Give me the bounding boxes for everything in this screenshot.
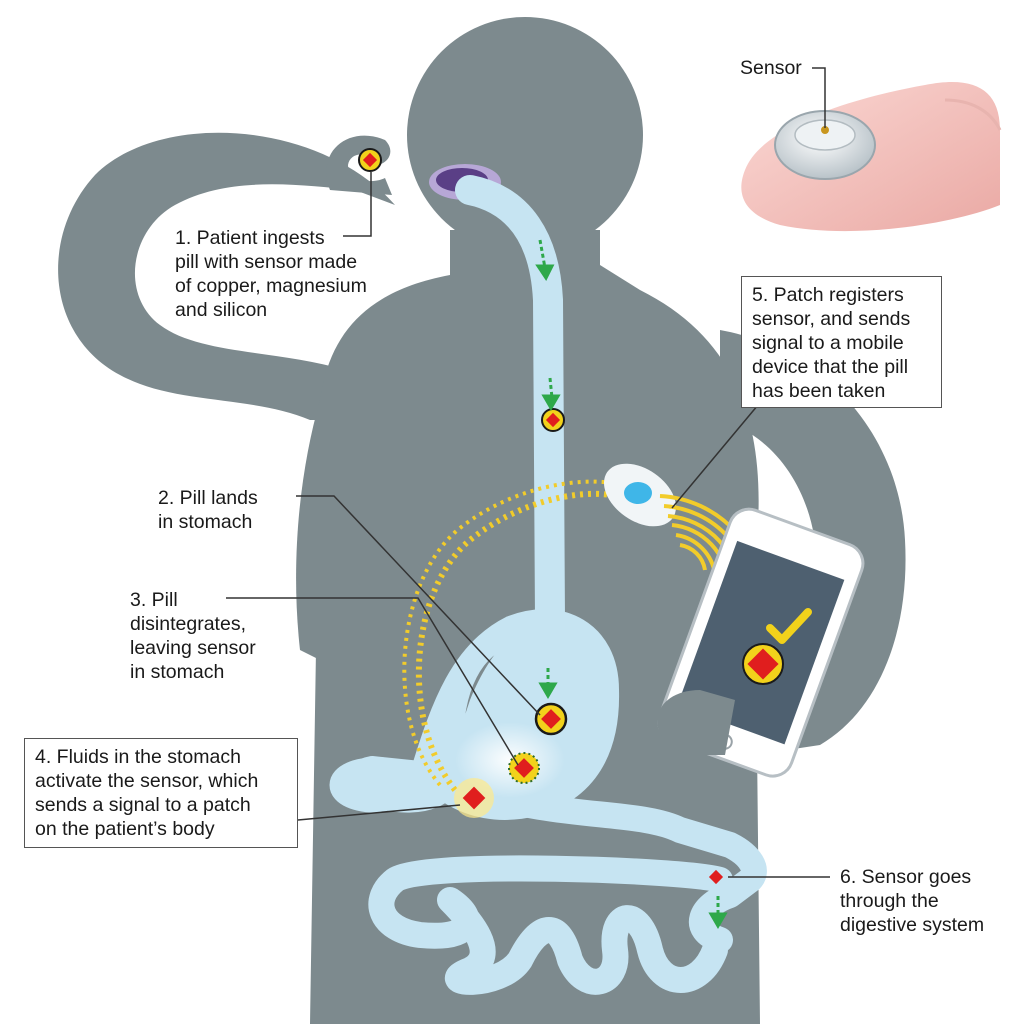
pill-icon-hand <box>358 148 382 172</box>
step3-label: 3. Pill disintegrates, leaving sensor in… <box>130 589 256 683</box>
step2-label: 2. Pill lands in stomach <box>158 487 258 533</box>
active-sensor-icon <box>454 778 494 818</box>
step6-label: 6. Sensor goes through the digestive sys… <box>840 866 985 936</box>
step1-label: 1. Patient ingests pill with sensor made… <box>175 227 367 321</box>
raised-arm <box>58 132 395 420</box>
pill-icon-phone <box>742 643 784 685</box>
sensor-intestine-icon <box>708 869 724 885</box>
finger-with-sensor <box>741 82 1002 232</box>
sensor-label: Sensor <box>740 57 802 79</box>
hand-holding-phone <box>657 690 735 755</box>
hand <box>326 135 392 195</box>
lower-arm <box>700 330 906 760</box>
step4-box: 4. Fluids in the stomach activate the se… <box>24 738 298 848</box>
leader-lines <box>226 67 830 878</box>
disintegrating-pill-icon <box>508 752 540 784</box>
pill-icon-esophagus <box>541 408 565 432</box>
esophagus <box>455 175 565 635</box>
step5-box: 5. Patch registers sensor, and sends sig… <box>741 276 942 408</box>
pill-icon-stomach <box>534 702 568 736</box>
arrow-down-icon <box>535 239 728 929</box>
signal-arc <box>402 479 613 792</box>
phone-screen <box>677 540 845 745</box>
stomach-glow <box>455 722 565 798</box>
checkmark-icon <box>766 608 812 644</box>
patch-icon <box>603 463 677 527</box>
